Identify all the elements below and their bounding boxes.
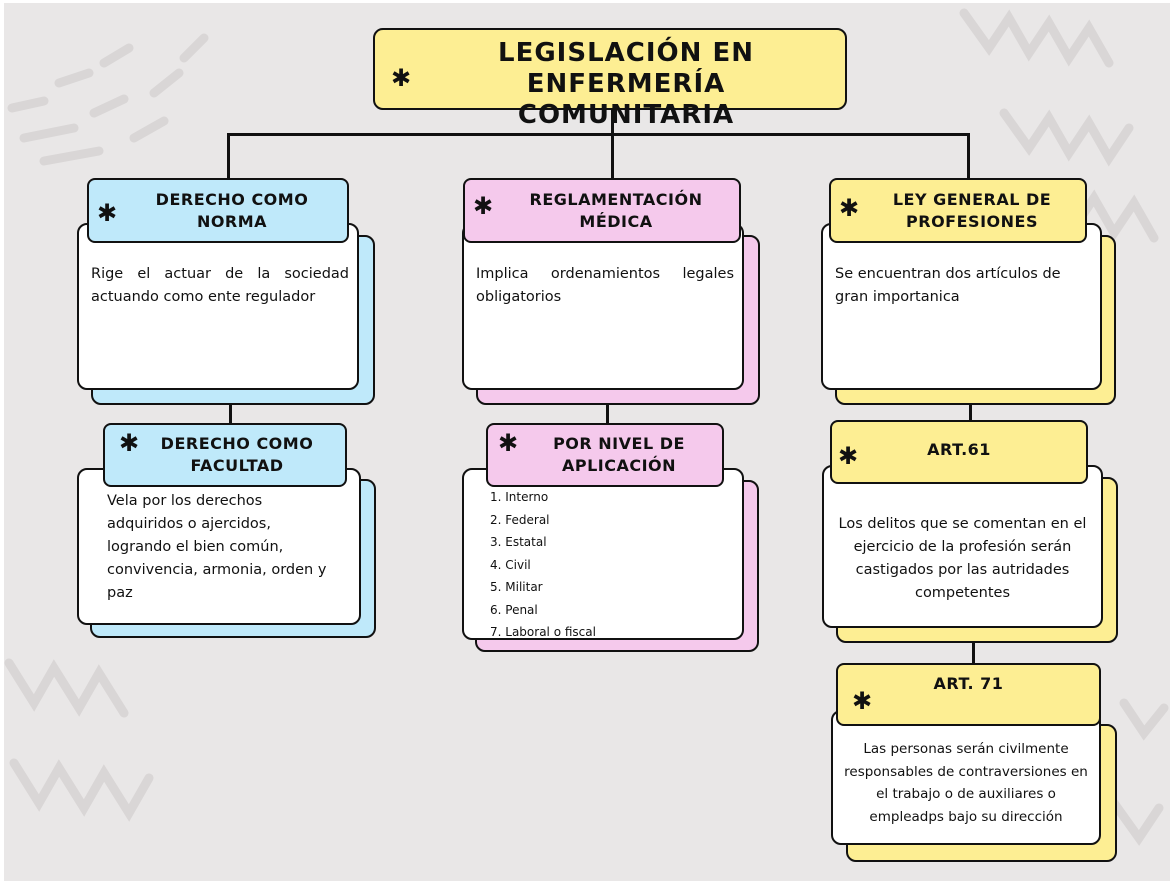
- art71-card: Las personas serán civilmente responsabl…: [831, 710, 1101, 845]
- list-item: 7. Laboral o fiscal: [490, 625, 596, 639]
- asterisk-icon: ✱: [391, 64, 412, 92]
- middle-branch-connector: [611, 133, 614, 181]
- asterisk-icon: ✱: [839, 194, 860, 222]
- middle-lower-connector: [606, 401, 609, 426]
- reglamentacion-card: Implica ordenamientos legales obligatori…: [462, 223, 744, 390]
- diagram-canvas: ✱ LEGISLACIÓN EN ENFERMERÍA COMUNITARIA …: [4, 3, 1170, 881]
- reglamentacion-text: Implica ordenamientos legales obligatori…: [476, 266, 734, 305]
- art61-text: Los delitos que se comentan en el ejerci…: [838, 516, 1087, 601]
- derecho-norma-text: Rige el actuar de la sociedad actuando c…: [91, 266, 349, 305]
- main-horizontal-connector: [230, 133, 970, 136]
- right-lower-connector: [969, 400, 972, 425]
- art61-header: ✱ ART.61: [830, 420, 1088, 484]
- reglamentacion-title: REGLAMENTACIÓN MÉDICA: [529, 189, 703, 231]
- art71-text: Las personas serán civilmente responsabl…: [844, 741, 1088, 825]
- derecho-facultad-card: Vela por los derechos adquiridos o ajerc…: [77, 468, 361, 625]
- list-item: 1. Interno: [490, 490, 549, 504]
- left-branch-connector: [227, 133, 230, 181]
- derecho-norma-title: DERECHO COMO NORMA: [155, 189, 309, 231]
- right-branch-connector: [967, 133, 970, 181]
- nivel-aplicacion-list: 1. Interno 2. Federal 3. Estatal 4. Civi…: [490, 486, 736, 644]
- art71-header: ✱ ART. 71: [836, 663, 1101, 726]
- reglamentacion-header: ✱ REGLAMENTACIÓN MÉDICA: [463, 178, 741, 243]
- derecho-facultad-text: Vela por los derechos adquiridos o ajerc…: [107, 493, 327, 601]
- derecho-norma-card: Rige el actuar de la sociedad actuando c…: [77, 223, 359, 390]
- derecho-facultad-title: DERECHO COMO FACULTAD: [160, 434, 314, 475]
- list-item: 6. Penal: [490, 602, 538, 617]
- asterisk-icon: ✱: [97, 199, 118, 227]
- ley-general-text: Se encuentran dos artículos de gran impo…: [835, 266, 1061, 305]
- nivel-aplicacion-title: POR NIVEL DE APLICACIÓN: [553, 434, 685, 475]
- list-item: 2. Federal: [490, 512, 550, 527]
- list-item: 4. Civil: [490, 557, 531, 572]
- asterisk-icon: ✱: [498, 429, 519, 457]
- ley-general-card: Se encuentran dos artículos de gran impo…: [821, 223, 1102, 390]
- title-line-1: LEGISLACIÓN EN: [498, 38, 754, 68]
- left-lower-connector: [229, 401, 232, 426]
- art61-title: ART.61: [927, 440, 991, 459]
- ley-general-title: LEY GENERAL DE PROFESIONES: [892, 189, 1052, 231]
- asterisk-icon: ✱: [119, 429, 140, 457]
- nivel-aplicacion-card: 1. Interno 2. Federal 3. Estatal 4. Civi…: [462, 468, 744, 640]
- art71-title: ART. 71: [933, 674, 1004, 693]
- derecho-facultad-header: ✱ DERECHO COMO FACULTAD: [103, 423, 347, 487]
- derecho-norma-header: ✱ DERECHO COMO NORMA: [87, 178, 349, 243]
- asterisk-icon: ✱: [838, 442, 859, 470]
- art61-card: Los delitos que se comentan en el ejerci…: [822, 465, 1103, 628]
- asterisk-icon: ✱: [473, 192, 494, 220]
- list-item: 3. Estatal: [490, 535, 547, 549]
- nivel-aplicacion-header: ✱ POR NIVEL DE APLICACIÓN: [486, 423, 724, 487]
- art-connector: [972, 636, 975, 666]
- ley-general-header: ✱ LEY GENERAL DE PROFESIONES: [829, 178, 1087, 243]
- title-line-2: ENFERMERÍA COMUNITARIA: [517, 69, 735, 130]
- title-connector: [611, 110, 614, 135]
- asterisk-icon: ✱: [852, 687, 873, 715]
- list-item: 5. Militar: [490, 580, 543, 594]
- main-title-box: ✱ LEGISLACIÓN EN ENFERMERÍA COMUNITARIA: [373, 28, 847, 130]
